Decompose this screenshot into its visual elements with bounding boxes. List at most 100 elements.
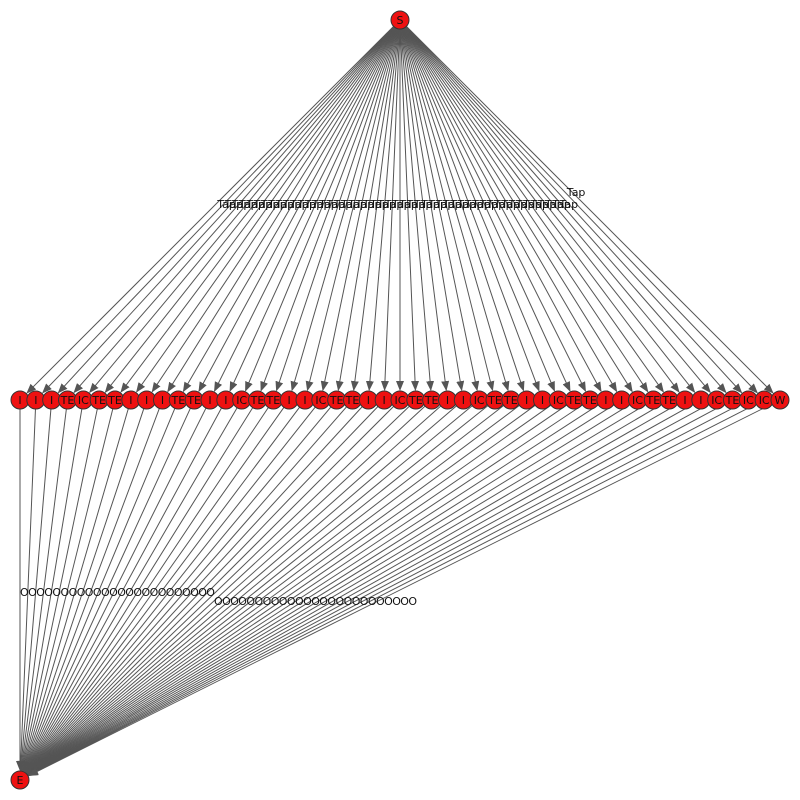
edge-label-bottom-34: O <box>295 595 304 608</box>
middle-node-21-label: TE <box>345 394 360 407</box>
edge-label-top-7: Tap <box>267 198 287 211</box>
edge-node-31-to-end <box>27 405 505 775</box>
edge-start-to-node-18 <box>305 28 399 392</box>
edge-label-top-37: Tap <box>486 198 506 211</box>
edge-start-to-node-40 <box>404 27 649 393</box>
edge-label-bottom-11: O <box>109 586 118 599</box>
edge-label-top-12: Tap <box>304 198 324 211</box>
edge-label-bottom-0: O <box>20 586 29 599</box>
edge-start-to-node-16 <box>275 28 398 392</box>
middle-node-42-label: I <box>683 394 686 407</box>
middle-node-14-label: IC <box>236 394 247 407</box>
edge-label-top-36: Tap <box>478 198 498 211</box>
edge-start-to-node-17 <box>290 28 398 392</box>
middle-node-45: TE <box>723 390 742 410</box>
edge-start-to-node-4 <box>89 26 395 394</box>
middle-node-8: I <box>137 390 157 410</box>
middle-node-18: I <box>295 390 315 410</box>
middle-node-41: TE <box>659 390 679 410</box>
edge-label-top-39: Tap <box>500 198 520 211</box>
middle-node-0: I <box>10 390 30 410</box>
middle-node-9: I <box>153 390 172 410</box>
edge-node-6-to-end <box>20 408 114 772</box>
middle-node-38: I <box>612 390 632 410</box>
edge-label-top-28: Tap <box>420 198 440 211</box>
end-node-circle <box>10 770 30 790</box>
edge-label-bottom-45: O <box>384 595 393 608</box>
edge-node-36-to-end <box>27 404 583 776</box>
edge-label-bottom-33: O <box>287 595 296 608</box>
end-node-label: E <box>17 774 24 787</box>
edge-node-30-to-end <box>27 405 489 775</box>
edge-label-top-23: Tap <box>384 198 404 211</box>
middle-node-25: TE <box>406 390 426 410</box>
middle-node-30: TE <box>485 390 505 410</box>
edge-node-12-to-end <box>24 407 207 772</box>
edge-start-to-node-15 <box>260 28 398 392</box>
edge-node-2-to-end <box>17 408 52 772</box>
middle-node-32-label: I <box>525 394 528 407</box>
middle-node-19-label: IC <box>315 394 326 407</box>
edge-node-17-to-end <box>25 407 285 773</box>
edge-label-top-20: Tap <box>362 198 382 211</box>
edge-label-top-40: Tap <box>508 198 528 211</box>
edge-start-to-node-34 <box>403 28 555 392</box>
edge-node-20-to-end <box>25 406 332 774</box>
edge-start-to-node-43 <box>405 26 696 393</box>
middle-node-47-label: IC <box>759 394 770 407</box>
middle-node-46: IC <box>738 390 758 410</box>
edge-label-bottom-8: O <box>85 586 94 599</box>
edge-label-top-22: Tap <box>376 198 396 211</box>
edge-start-to-node-1 <box>42 26 395 394</box>
edge-node-29-to-end <box>26 405 473 775</box>
middle-node-6: TE <box>105 390 125 410</box>
middle-node-8-label: I <box>145 394 148 407</box>
edge-label-bottom-36: O <box>311 595 320 608</box>
edge-label-top-14: Tap <box>318 198 338 211</box>
edge-label-bottom-15: O <box>142 586 151 599</box>
edge-node-38-to-end <box>27 404 615 776</box>
edge-label-bottom-29: O <box>255 595 264 608</box>
edge-start-to-node-22 <box>365 28 400 392</box>
edge-node-34-to-end <box>27 404 552 775</box>
edge-label-top-48: Tap <box>566 186 586 199</box>
edge-label-top-30: Tap <box>435 198 455 211</box>
middle-node-33-label: I <box>541 394 544 407</box>
start-node-circle <box>390 10 410 30</box>
edge-label-top-33: Tap <box>457 198 477 211</box>
middle-node-4: IC <box>73 390 93 410</box>
edge-node-9-to-end <box>22 408 160 772</box>
edge-node-3-to-end <box>18 408 67 772</box>
edge-label-bottom-39: O <box>336 595 345 608</box>
middle-node-15-label: TE <box>250 394 265 407</box>
edge-node-37-to-end <box>27 404 599 776</box>
edges-layer <box>16 26 774 776</box>
edge-node-1-to-end <box>16 408 36 772</box>
edge-start-to-node-19 <box>320 28 399 392</box>
edge-label-bottom-24: O <box>214 595 223 608</box>
start-node: S <box>390 10 410 30</box>
middle-node-25-label: TE <box>408 394 423 407</box>
edge-node-13-to-end <box>24 407 222 773</box>
middle-node-10-label: TE <box>170 394 185 407</box>
middle-node-22: I <box>358 390 378 410</box>
middle-node-24: IC <box>390 390 410 410</box>
edge-label-top-3: Tap <box>238 198 258 211</box>
middle-node-32: I <box>517 390 537 410</box>
edge-label-bottom-12: O <box>117 586 126 599</box>
middle-node-26: TE <box>422 390 442 410</box>
edge-label-bottom-47: O <box>400 595 409 608</box>
edge-start-to-node-7 <box>136 27 396 393</box>
middle-node-36-label: TE <box>582 394 597 407</box>
edge-label-bottom-44: O <box>376 595 385 608</box>
middle-node-9-label: I <box>161 394 164 407</box>
edge-label-top-29: Tap <box>427 198 447 211</box>
edge-label-bottom-42: O <box>360 595 369 608</box>
edge-label-bottom-17: O <box>158 586 167 599</box>
edge-label-top-32: Tap <box>449 198 469 211</box>
edge-label-top-16: Tap <box>333 198 353 211</box>
middle-node-2: I <box>42 390 62 410</box>
edge-start-to-node-42 <box>404 26 680 393</box>
middle-node-12-label: I <box>208 394 211 407</box>
